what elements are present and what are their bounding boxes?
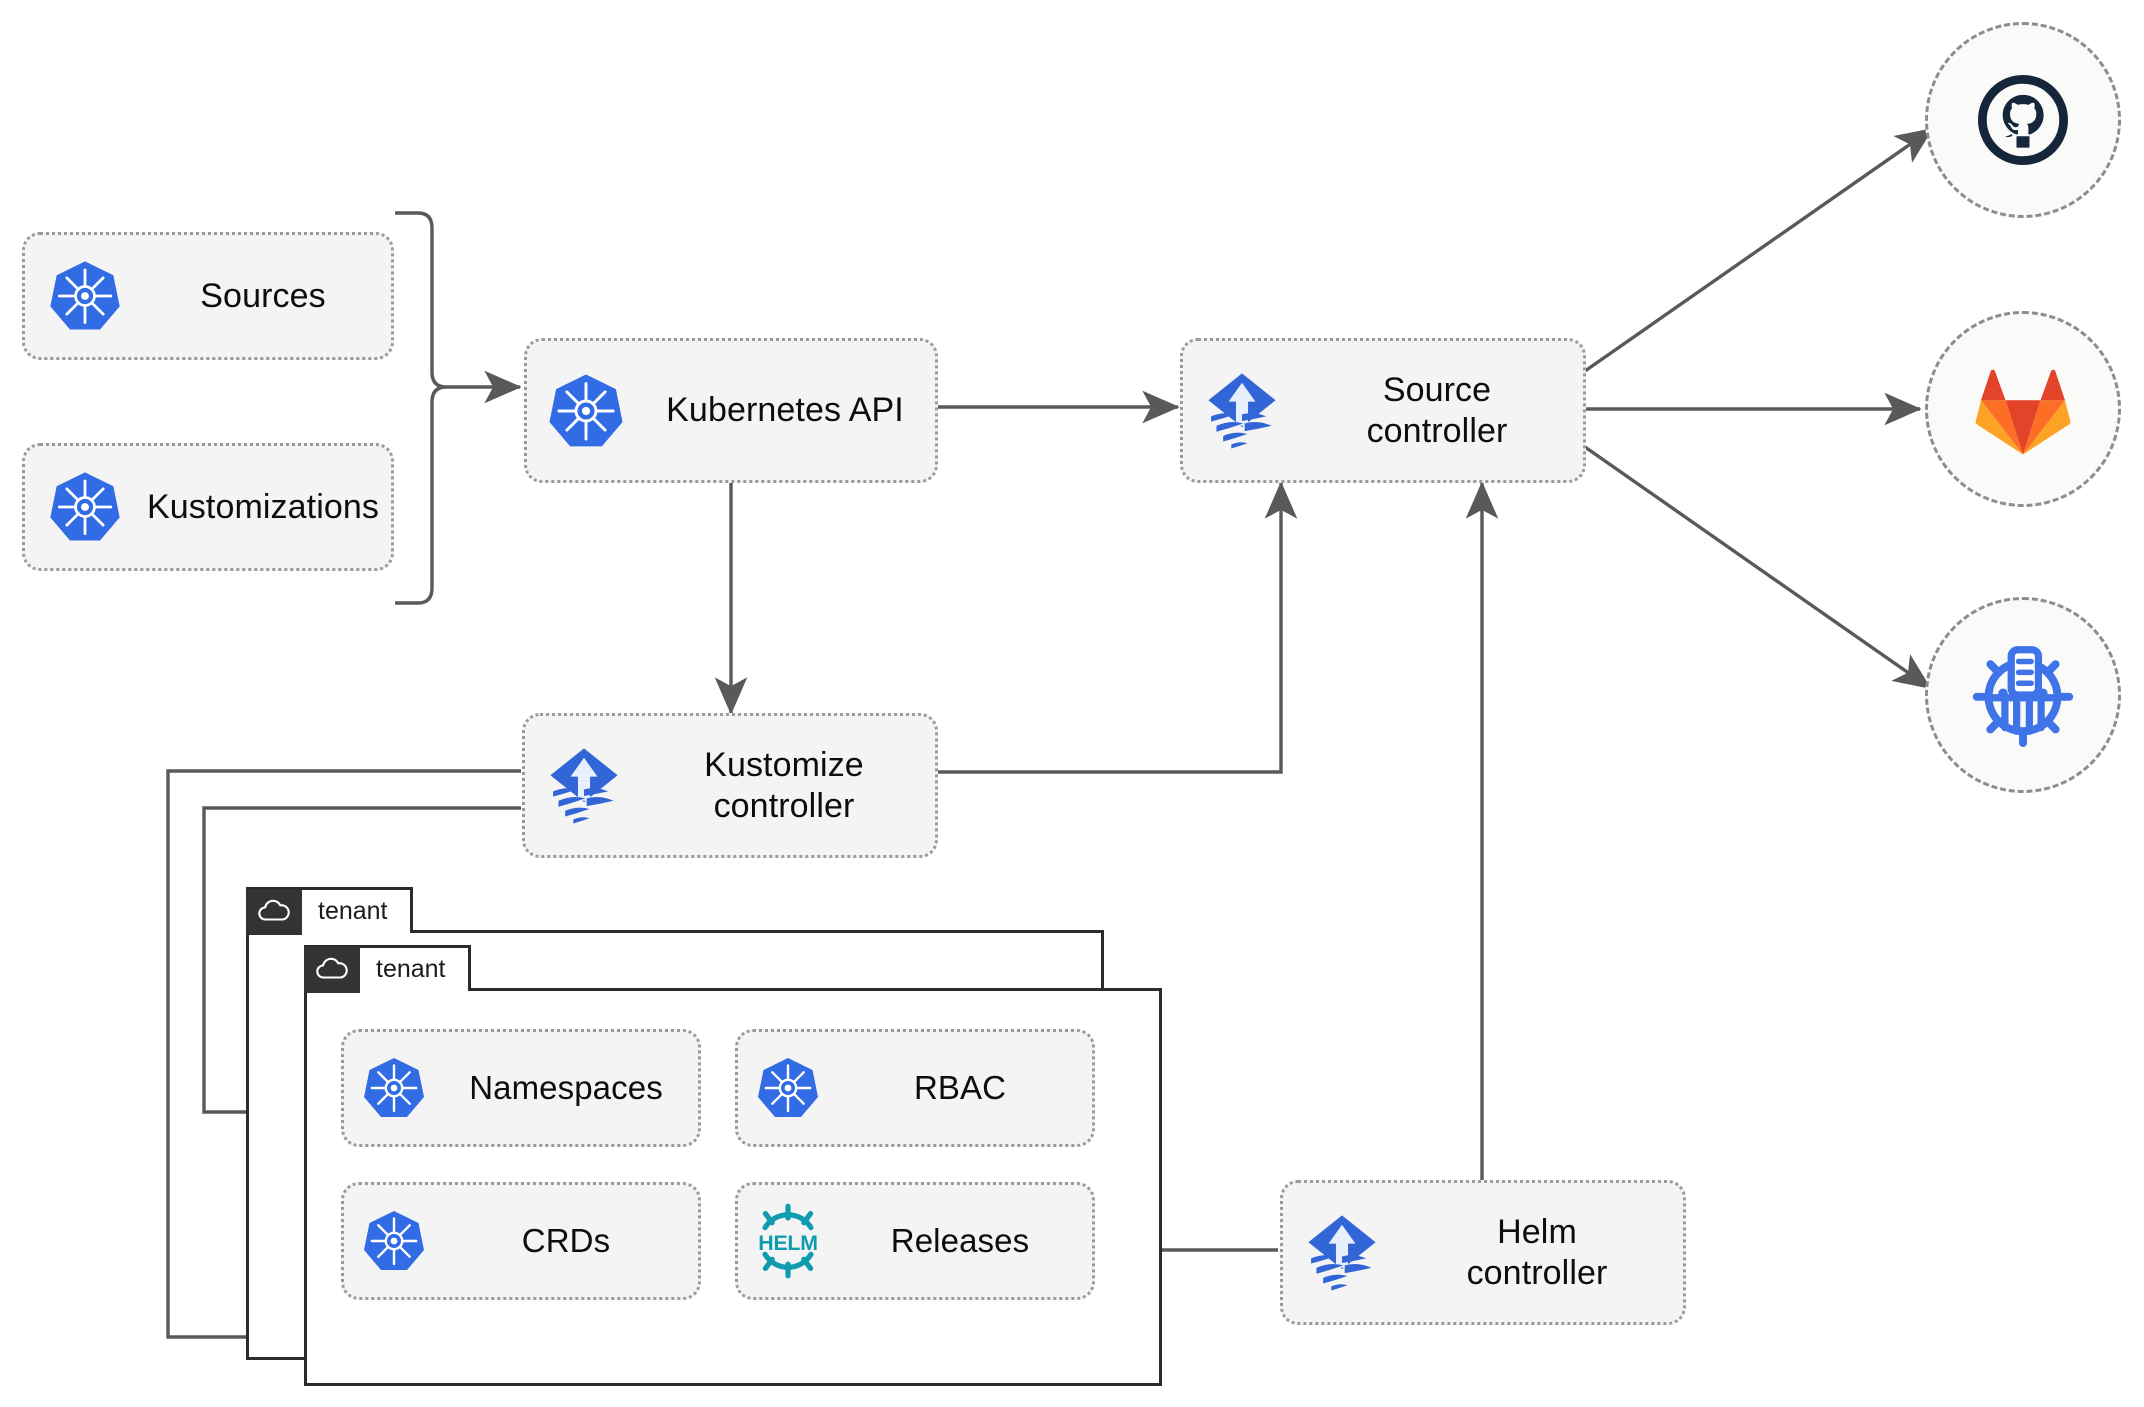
tenant-tab[interactable]: tenant xyxy=(304,945,471,993)
node-label: Source controller xyxy=(1366,371,1508,450)
node-label: Releases xyxy=(890,1221,1030,1259)
kubernetes-icon xyxy=(344,1209,444,1273)
tenant-tab[interactable]: tenant xyxy=(246,887,413,935)
node-label: CRDs xyxy=(521,1221,611,1259)
provider-helm-repository[interactable] xyxy=(1925,597,2121,793)
cloud-icon xyxy=(246,888,302,935)
tenant-tab-label: tenant xyxy=(318,897,388,925)
kubernetes-icon xyxy=(527,372,645,450)
node-kustomizations[interactable]: Kustomizations xyxy=(22,443,394,571)
cloud-icon xyxy=(304,946,360,993)
flux-icon xyxy=(1283,1210,1401,1296)
node-source-controller[interactable]: Source controller xyxy=(1180,338,1586,483)
svg-text:HELM: HELM xyxy=(758,1231,817,1255)
kubernetes-icon xyxy=(25,259,145,333)
node-releases[interactable]: HELM Releases xyxy=(735,1182,1095,1300)
node-sources[interactable]: Sources xyxy=(22,232,394,360)
node-kustomize-controller[interactable]: Kustomize controller xyxy=(522,713,938,858)
edge-sourcecontroller-github xyxy=(1584,127,1934,373)
node-crds[interactable]: CRDs xyxy=(341,1182,701,1300)
node-kubernetes-api[interactable]: Kubernetes API xyxy=(524,338,938,483)
edge-sourcecontroller-helmrepository xyxy=(1584,445,1932,690)
kubernetes-icon xyxy=(25,470,145,544)
kubernetes-icon xyxy=(738,1056,838,1120)
node-label: Sources xyxy=(200,276,326,315)
node-label: Helm controller xyxy=(1466,1213,1608,1292)
gitlab-icon xyxy=(1975,369,2071,455)
edge-resources-bracket xyxy=(395,211,522,605)
node-helm-controller[interactable]: Helm controller xyxy=(1280,1180,1686,1325)
helm-icon: HELM xyxy=(738,1202,838,1280)
github-icon xyxy=(1977,74,2069,166)
node-rbac[interactable]: RBAC xyxy=(735,1029,1095,1147)
flux-icon xyxy=(1183,368,1301,454)
helm-repository-icon xyxy=(1972,646,2074,748)
node-label: Kustomizations xyxy=(147,487,379,526)
flux-icon xyxy=(525,743,643,829)
tenant-tab-label: tenant xyxy=(376,955,446,983)
edge-kustomizecontroller-sourcecontroller xyxy=(937,481,1298,774)
provider-github[interactable] xyxy=(1925,22,2121,218)
node-label: Kustomize controller xyxy=(704,746,864,825)
node-label: Kubernetes API xyxy=(666,391,904,430)
kubernetes-icon xyxy=(344,1056,444,1120)
provider-gitlab[interactable] xyxy=(1925,311,2121,507)
node-namespaces[interactable]: Namespaces xyxy=(341,1029,701,1147)
node-label: RBAC xyxy=(913,1068,1007,1106)
node-label: Namespaces xyxy=(469,1068,663,1106)
